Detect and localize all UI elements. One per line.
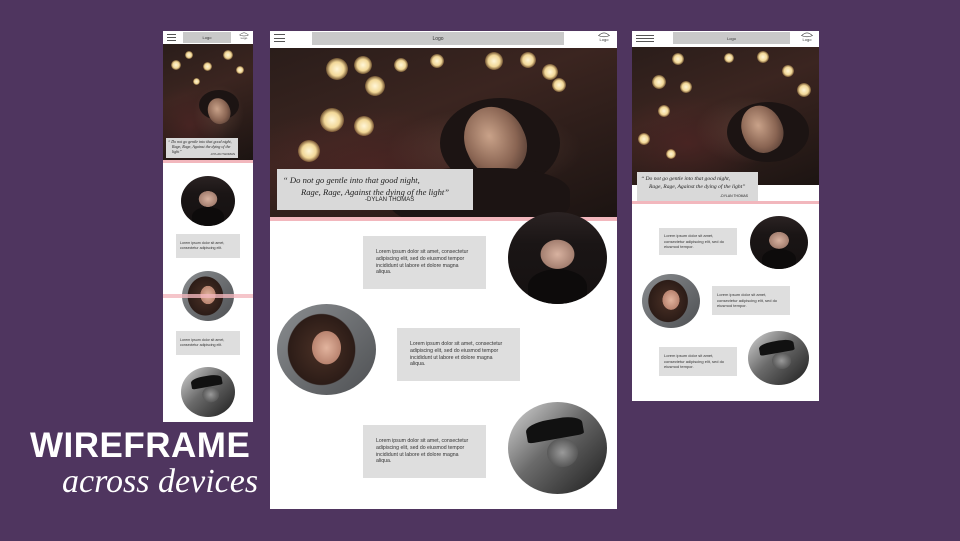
quote-line-1: “ Do not go gentle into that good night, — [283, 175, 420, 185]
tablet-header: Logo Logo — [632, 31, 819, 46]
lotus-icon[interactable]: Logo — [798, 32, 816, 42]
logo-placeholder[interactable]: Logo — [673, 32, 790, 44]
portrait-cap — [181, 367, 235, 417]
portrait-cap — [748, 331, 809, 385]
portrait-headdress — [750, 216, 808, 269]
hamburger-icon[interactable] — [636, 35, 654, 42]
quote-author: -DYLAN THOMAS — [210, 152, 235, 156]
content-text-2: Lorem ipsum dolor sit amet, consectetur … — [397, 328, 520, 381]
content-text-2: Lorem ipsum dolor sit amet, consectetur … — [176, 331, 240, 355]
section-divider — [163, 160, 253, 163]
logo-label: Logo — [202, 35, 212, 40]
content-text-1: Lorem ipsum dolor sit amet, consectetur … — [363, 236, 486, 289]
portrait-woman — [642, 274, 700, 328]
portrait-headdress — [181, 176, 235, 226]
portrait-cap — [508, 402, 607, 494]
content-text-1-copy: Lorem ipsum dolor sit amet, consectetur … — [664, 233, 725, 250]
lotus-icon[interactable]: Logo — [237, 32, 251, 40]
portrait-woman — [277, 304, 376, 395]
title-line-1: WIREFRAME — [30, 426, 251, 465]
quote-author: -DYLAN THOMAS — [365, 197, 415, 203]
icon-label: Logo — [240, 36, 248, 40]
desktop-header: Logo Logo — [270, 31, 617, 48]
content-text-2: Lorem ipsum dolor sit amet, consectetur … — [712, 286, 790, 315]
quote-author: -DYLAN THOMAS — [720, 194, 748, 198]
hamburger-icon[interactable] — [167, 34, 176, 41]
title-line-2: across devices — [62, 463, 259, 500]
desktop-wireframe: Logo Logo “ Do not go gentle into that g… — [270, 31, 617, 509]
content-text-2-copy: Lorem ipsum dolor sit amet, consectetur … — [410, 341, 503, 368]
quote-line-2: Rage, Rage, Against the dying of the lig… — [649, 184, 746, 190]
hero-quote: “ Do not go gentle into that good night,… — [277, 169, 473, 210]
logo-label: Logo — [727, 35, 736, 41]
portrait-headdress — [508, 212, 607, 304]
logo-label: Logo — [432, 35, 444, 42]
content-text-3-copy: Lorem ipsum dolor sit amet, consectetur … — [376, 438, 469, 465]
content-text-3: Lorem ipsum dolor sit amet, consectetur … — [659, 347, 737, 376]
content-text-2-copy: Lorem ipsum dolor sit amet, consectetur … — [180, 338, 225, 347]
logo-placeholder[interactable]: Logo — [312, 32, 564, 45]
quote-line-2: Rage, Rage, Against the dying of the lig… — [301, 187, 450, 197]
icon-label: Logo — [802, 37, 812, 42]
hero-quote: “ Do not go gentle into that good night,… — [637, 172, 758, 201]
content-text-1-copy: Lorem ipsum dolor sit amet, consectetur … — [180, 241, 225, 250]
section-divider — [632, 201, 819, 204]
quote-line-1: “ Do not go gentle into that good night, — [641, 176, 731, 182]
slide-title: WIREFRAME across devices — [30, 428, 258, 499]
section-divider — [270, 217, 617, 221]
hero-quote: “ Do not go gentle into that good night,… — [166, 138, 238, 158]
hero-image — [632, 47, 819, 185]
content-text-3: Lorem ipsum dolor sit amet, consectetur … — [363, 425, 486, 478]
content-text-3-copy: Lorem ipsum dolor sit amet, consectetur … — [664, 353, 725, 370]
content-text-1: Lorem ipsum dolor sit amet, consectetur … — [659, 228, 737, 255]
section-divider-2 — [163, 294, 253, 298]
content-text-1: Lorem ipsum dolor sit amet, consectetur … — [176, 234, 240, 258]
hamburger-icon[interactable] — [274, 34, 285, 42]
logo-placeholder[interactable]: Logo — [183, 32, 231, 43]
icon-label: Logo — [599, 37, 609, 42]
content-text-1-copy: Lorem ipsum dolor sit amet, consectetur … — [376, 249, 469, 276]
lotus-icon[interactable]: Logo — [596, 32, 612, 42]
mobile-wireframe: Logo Logo “ Do not go gentle into that g… — [163, 31, 253, 422]
mobile-header: Logo Logo — [163, 31, 253, 44]
quote-line-2: Rage, Rage, Against the dying of the lig… — [172, 144, 231, 154]
tablet-wireframe: Logo Logo “ Do not go gentle into that g… — [632, 31, 819, 401]
content-text-2-copy: Lorem ipsum dolor sit amet, consectetur … — [717, 292, 778, 309]
quote-line-1: “ Do not go gentle into that good night, — [168, 139, 232, 144]
